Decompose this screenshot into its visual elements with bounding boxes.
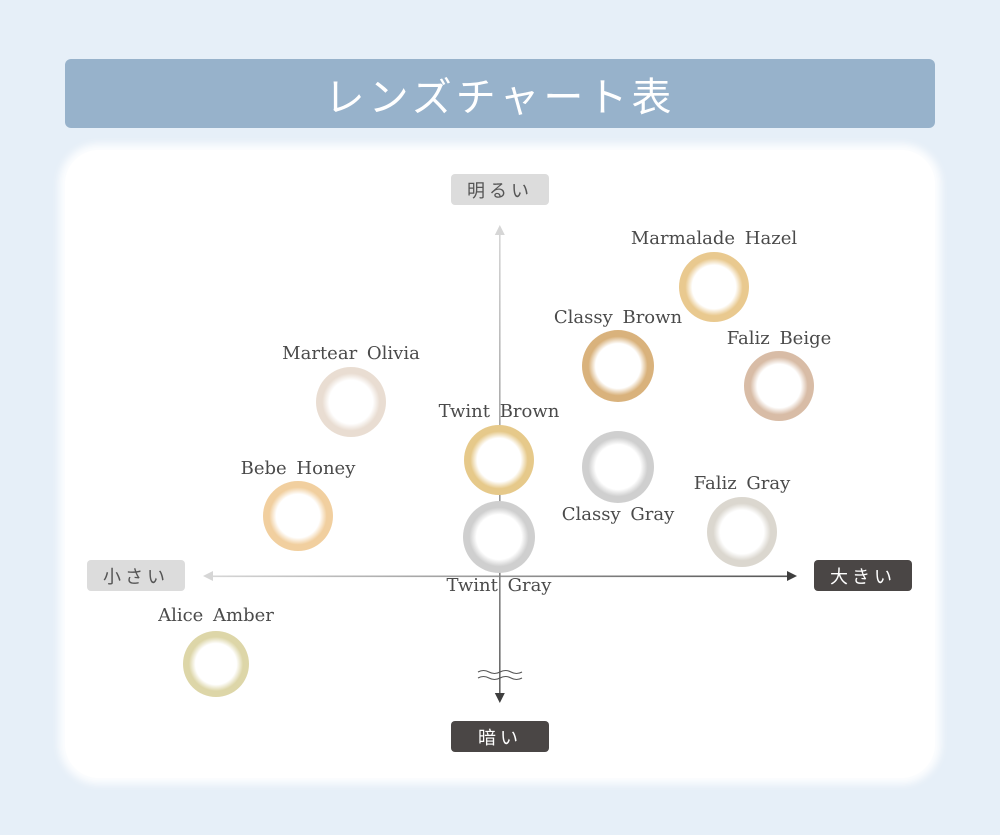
- lens-label: Classy Brown: [553, 307, 683, 328]
- lens-point: [582, 330, 654, 402]
- lens-point: [463, 501, 535, 573]
- arrow-right-icon: [787, 571, 797, 581]
- lens-point: [679, 252, 749, 322]
- axis-label-small: 小さい: [87, 560, 185, 591]
- lens-label: Marmalade Hazel: [630, 228, 798, 249]
- lens-point: [582, 431, 654, 503]
- arrow-down-icon: [494, 693, 505, 703]
- axis-label-large: 大きい: [814, 560, 912, 591]
- lens-label: Martear Olivia: [282, 343, 420, 364]
- lens-label: Faliz Gray: [693, 473, 791, 494]
- arrow-left-icon: [203, 571, 213, 581]
- lens-point: [316, 367, 386, 437]
- lens-point: [183, 631, 249, 697]
- lens-point: [707, 497, 777, 567]
- lens-label: Bebe Honey: [240, 458, 356, 479]
- lens-point: [744, 351, 814, 421]
- lens-point: [464, 425, 534, 495]
- lens-label: Twint Gray: [446, 575, 552, 596]
- lens-label: Alice Amber: [158, 605, 274, 626]
- axis-label-dark: 暗い: [451, 721, 549, 752]
- arrow-up-icon: [494, 225, 505, 235]
- axis-break-icon: [477, 669, 523, 681]
- lens-label: Twint Brown: [438, 401, 560, 422]
- axis-label-bright: 明るい: [451, 174, 549, 205]
- lens-label: Classy Gray: [561, 504, 675, 525]
- title-bar: レンズチャート表: [65, 59, 935, 128]
- page-title: レンズチャート表: [324, 74, 676, 121]
- lens-label: Faliz Beige: [726, 328, 832, 349]
- lens-point: [263, 481, 333, 551]
